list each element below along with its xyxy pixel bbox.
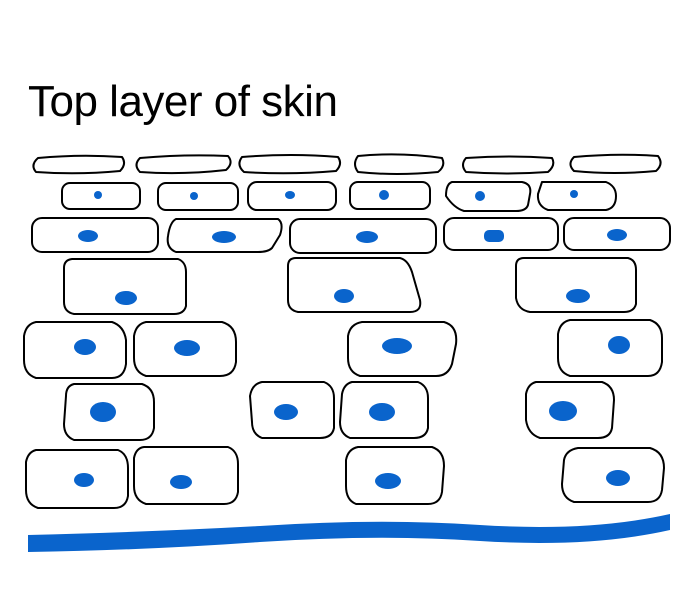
spinous-cell-row	[63, 257, 637, 315]
cell-nucleus	[170, 475, 192, 489]
cell-nucleus	[74, 473, 94, 487]
basal-cell-row	[25, 446, 665, 509]
cell-nucleus	[608, 336, 630, 354]
surface-cell-row	[32, 153, 662, 175]
cell	[133, 446, 239, 505]
cell	[63, 258, 187, 315]
granular-cell-row	[61, 181, 617, 212]
cell-nucleus	[174, 340, 200, 356]
cell-nucleus	[379, 190, 389, 200]
cell	[445, 181, 532, 212]
cell-nucleus	[190, 192, 198, 200]
cell	[515, 257, 637, 313]
cell-nucleus	[274, 404, 298, 420]
cell-nucleus	[606, 470, 630, 486]
flat-cell	[32, 154, 126, 175]
cell-nucleus	[74, 339, 96, 355]
cell-nucleus	[475, 191, 485, 201]
cell-nucleus	[607, 229, 627, 241]
flat-cell	[238, 154, 342, 175]
cell-nucleus	[115, 291, 137, 305]
flat-cell	[569, 153, 662, 174]
cell-nucleus	[382, 338, 412, 354]
cell-nucleus	[78, 230, 98, 242]
cell-nucleus	[549, 401, 577, 421]
cell-nucleus	[90, 402, 116, 422]
cell	[287, 257, 422, 313]
diagram-title: Top layer of skin	[28, 77, 338, 126]
basement-membrane	[28, 514, 670, 552]
flat-cell	[135, 154, 232, 175]
cell-nucleus	[285, 191, 295, 199]
cell-nucleus	[212, 231, 236, 243]
cell-nucleus	[94, 191, 102, 199]
spinous-cell-row-upper	[31, 217, 671, 254]
cell-nucleus	[570, 190, 578, 198]
cell-nucleus	[334, 289, 354, 303]
cell	[157, 182, 239, 211]
cell-nucleus	[369, 403, 395, 421]
cell-nucleus	[566, 289, 590, 303]
cell-nucleus	[484, 230, 504, 242]
flat-cell	[354, 153, 445, 175]
flat-cell	[462, 155, 555, 175]
basal-cell-row-upper	[63, 381, 615, 441]
cell-nucleus	[375, 473, 401, 489]
spinous-cell-row-lower	[23, 319, 663, 379]
cell-nucleus	[356, 231, 378, 243]
cell	[349, 181, 431, 210]
